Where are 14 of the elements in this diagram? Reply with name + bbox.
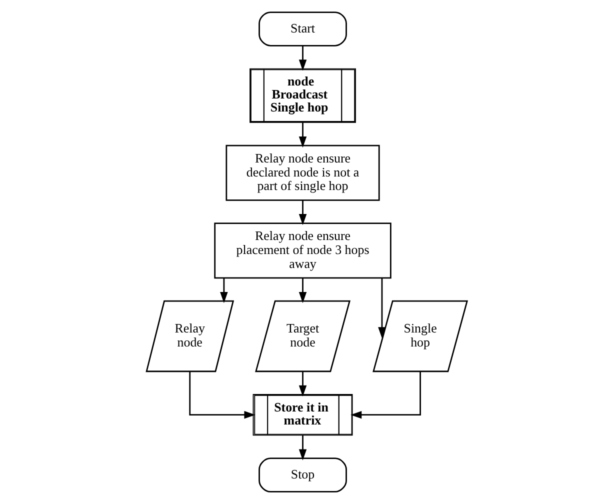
node-box: Relay node ensure placement of node 3 hops away — [214, 222, 392, 279]
arrow — [298, 435, 307, 460]
arrow — [298, 122, 307, 148]
arrow — [298, 371, 307, 396]
arrow — [220, 278, 228, 304]
node-box: Stop — [258, 458, 347, 492]
node-box: Start — [258, 12, 347, 46]
node-box: Relay node ensure declared node is not a part of single hop — [226, 144, 380, 201]
arrow — [298, 278, 307, 304]
arrow — [189, 371, 256, 419]
arrow — [298, 200, 307, 226]
arrow — [298, 46, 307, 71]
arrow — [378, 278, 386, 338]
arrow — [350, 371, 421, 419]
